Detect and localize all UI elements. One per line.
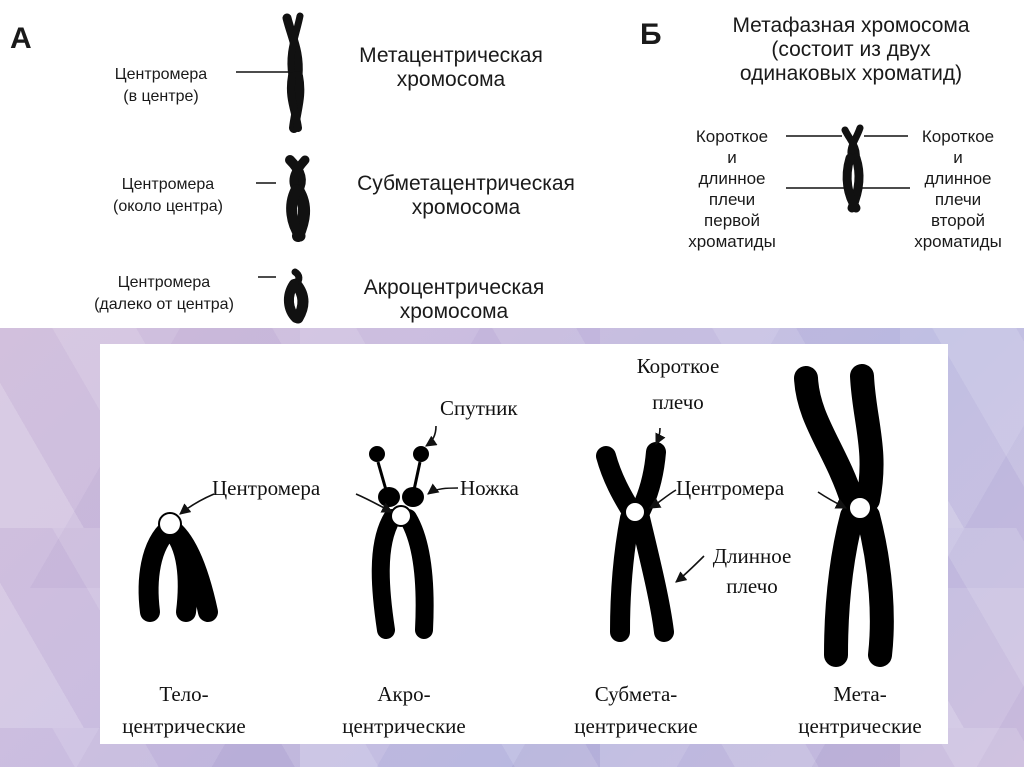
long-arm-label-line1: Длинное bbox=[712, 544, 792, 568]
label-line: хроматиды bbox=[688, 232, 776, 251]
label-line: и bbox=[727, 148, 737, 167]
stalk-label: Ножка bbox=[460, 476, 519, 500]
submetacentric-chromosome-sketch bbox=[285, 155, 310, 242]
centromere-label-line2: (в центре) bbox=[123, 88, 199, 105]
short-arm-label-line2: плечо bbox=[652, 390, 704, 414]
centromere-label-center: Центромера (в центре) bbox=[86, 64, 236, 108]
acrocentric-label-line1: Акроцентрическая bbox=[363, 276, 545, 299]
caption-line1: Субмета- bbox=[594, 682, 678, 706]
panel-b-letter: Б bbox=[640, 18, 662, 51]
label-line: Короткое bbox=[695, 127, 769, 146]
telocentric-chromosome bbox=[138, 512, 218, 622]
label-line: второй bbox=[930, 211, 986, 230]
caption-line2: центрические bbox=[798, 714, 922, 738]
metacentric-label-line1: Метацентрическая bbox=[359, 44, 543, 67]
label-arrows bbox=[179, 425, 848, 583]
metacentric-chromosome-sketch bbox=[282, 12, 305, 133]
metaphase-title-line2: (состоит из двух bbox=[771, 38, 931, 61]
centromere-label-telocentric: Центромера bbox=[212, 476, 321, 500]
panel-a-letter: А bbox=[10, 22, 32, 55]
caption-line1: Мета- bbox=[833, 682, 887, 706]
metacentric-label-line2: хромосома bbox=[396, 68, 506, 91]
label-line: Короткое bbox=[921, 127, 995, 146]
metaphase-title-line1: Метафазная хромосома bbox=[732, 14, 970, 37]
short-arm-label-line1: Короткое bbox=[636, 354, 720, 378]
label-line: длинное bbox=[924, 169, 992, 188]
centromere-label-line2: (далеко от центра) bbox=[94, 296, 234, 313]
submetacentric-label: Субметацентрическая хромосома bbox=[322, 172, 610, 220]
centromere-label-line1: Центромера bbox=[117, 274, 211, 291]
centromere-label-line1: Центромера bbox=[121, 176, 215, 193]
acrocentric-label-line2: хромосома bbox=[399, 300, 509, 323]
submetacentric-label-line2: хромосома bbox=[411, 196, 521, 219]
caption-submetacentric: Субмета- центрические bbox=[562, 682, 710, 738]
caption-line1: Акро- bbox=[377, 682, 431, 706]
submetacentric-label-line1: Субметацентрическая bbox=[357, 172, 575, 195]
acrocentric-label: Акроцентрическая хромосома bbox=[326, 276, 582, 324]
submetacentric-chromosome bbox=[596, 442, 674, 642]
label-line: хроматиды bbox=[914, 232, 1002, 251]
acrocentric-chromosome-sketch bbox=[284, 268, 309, 324]
caption-metacentric: Мета- центрические bbox=[786, 682, 934, 738]
satellite-label: Спутник bbox=[440, 396, 518, 420]
metaphase-title: Метафазная хромосома (состоит из двух од… bbox=[694, 14, 1008, 86]
metacentric-chromosome bbox=[794, 364, 894, 667]
metaphase-chromosome-sketch bbox=[841, 124, 864, 213]
centromere-label-line1: Центромера bbox=[114, 66, 208, 83]
short-arm-label: Короткое плечо bbox=[626, 354, 730, 414]
label-line: и bbox=[953, 148, 963, 167]
caption-telocentric: Тело- центрические bbox=[110, 682, 258, 738]
second-chromatid-arms-label: Короткое и длинное плечи второй хроматид… bbox=[900, 126, 1016, 252]
centromere-label-line2: (около центра) bbox=[113, 198, 223, 215]
label-line: первой bbox=[704, 211, 760, 230]
long-arm-label-line2: плечо bbox=[726, 574, 778, 598]
metaphase-title-line3: одинаковых хроматид) bbox=[739, 62, 963, 85]
centromere-label-far-from-center: Центромера (далеко от центра) bbox=[66, 272, 262, 316]
caption-line2: центрические bbox=[342, 714, 466, 738]
panel-b-pointer-lines bbox=[786, 135, 910, 189]
caption-line2: центрические bbox=[122, 714, 246, 738]
acrocentric-chromosome bbox=[369, 446, 434, 639]
centromere-label-near-center: Центромера (около центра) bbox=[70, 174, 266, 218]
long-arm-label: Длинное плечо bbox=[700, 544, 804, 598]
caption-acrocentric: Акро- центрические bbox=[330, 682, 478, 738]
metacentric-label: Метацентрическая хромосома bbox=[322, 44, 580, 92]
label-line: плечи bbox=[708, 190, 756, 209]
caption-line2: центрические bbox=[574, 714, 698, 738]
panel-a-pointer-lines bbox=[236, 71, 288, 278]
first-chromatid-arms-label: Короткое и длинное плечи первой хроматид… bbox=[676, 126, 788, 252]
caption-line1: Тело- bbox=[159, 682, 209, 706]
label-line: плечи bbox=[934, 190, 982, 209]
centromere-label-submetacentric: Центромера bbox=[676, 476, 785, 500]
label-line: длинное bbox=[698, 169, 766, 188]
